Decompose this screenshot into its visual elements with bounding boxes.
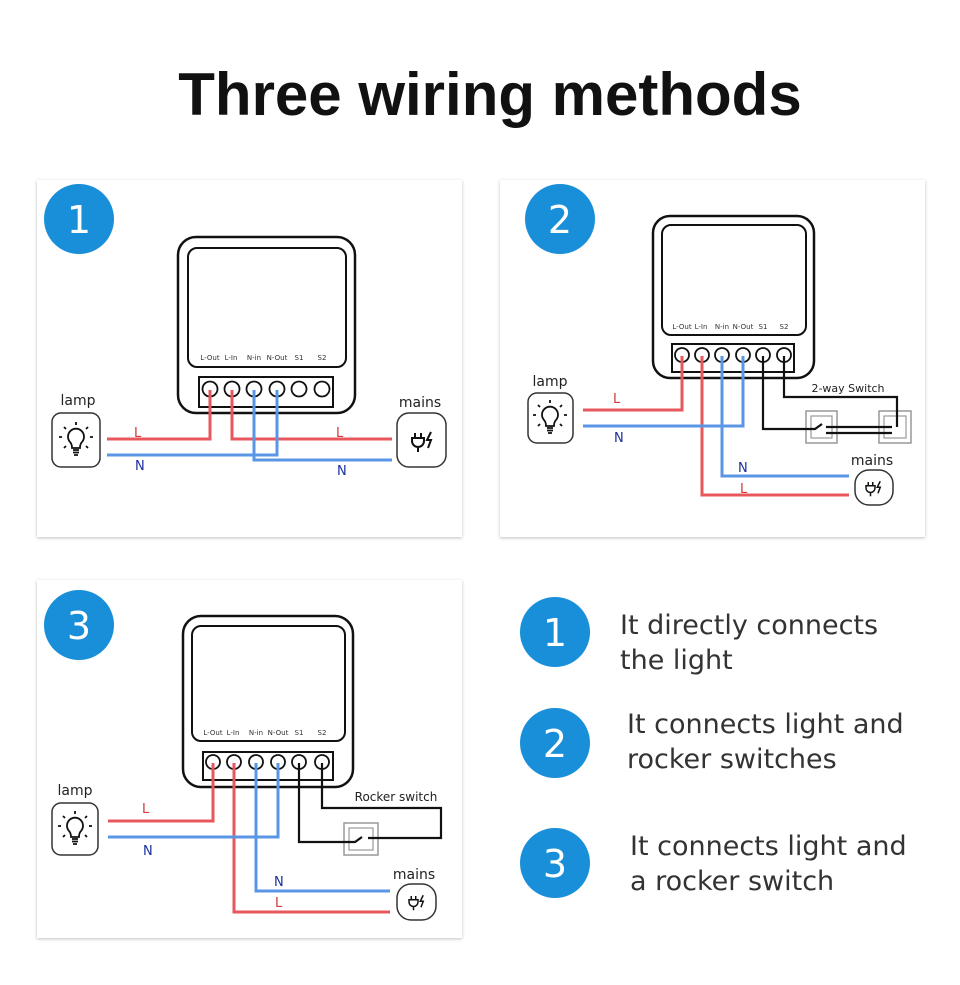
panel-3: 3 L-Out L-In N-in N-Out S1 S2: [37, 580, 462, 938]
legend-text: a rocker switch: [630, 866, 834, 897]
neutral-label: N: [738, 461, 748, 476]
step-number: 1: [67, 198, 91, 242]
terminal-label: S1: [759, 323, 768, 331]
step-badge: [525, 184, 595, 254]
lamp-label: lamp: [533, 374, 568, 390]
terminal-label: L-Out: [672, 323, 691, 331]
terminal-label: N-in: [715, 323, 729, 331]
terminal-label: S2: [318, 354, 327, 362]
step-number: 2: [548, 198, 572, 242]
step-number: 1: [543, 611, 567, 655]
live-label: L: [613, 392, 621, 407]
step-number: 2: [543, 722, 567, 766]
live-label: L: [134, 426, 142, 441]
switch-label: 2-way Switch: [811, 382, 884, 395]
panel-1: 1 L-Out L-In N-in N-Out S1 S2 L: [37, 180, 462, 537]
terminal-label: N-in: [247, 354, 261, 362]
legend-text: It connects light and: [630, 831, 907, 862]
legend-text: It directly connects: [620, 610, 878, 641]
neutral-label: N: [274, 875, 284, 890]
terminal-label: S2: [318, 729, 327, 737]
panel-2: 2 L-Out L-In N-in N-Out S1 S2: [500, 180, 925, 537]
mains-label: mains: [851, 453, 893, 469]
terminal-label: S1: [295, 354, 304, 362]
wires: [107, 390, 392, 462]
terminal-label: N-Out: [268, 729, 289, 737]
terminal-label: L-In: [227, 729, 240, 737]
neutral-label: N: [135, 459, 145, 474]
switch-label: Rocker switch: [355, 790, 438, 804]
terminal-label: L-Out: [203, 729, 222, 737]
wires: [108, 763, 443, 914]
lamp-label: lamp: [61, 393, 96, 409]
live-label: L: [740, 482, 748, 497]
smart-switch-module: L-Out L-In N-in N-Out S1 S2: [651, 214, 816, 380]
live-label: L: [336, 426, 344, 441]
terminal-label: L-Out: [200, 354, 219, 362]
mains-label: mains: [393, 867, 435, 883]
terminal-label: L-In: [225, 354, 238, 362]
step-badge: [44, 590, 114, 660]
live-label: L: [142, 802, 150, 817]
mains-label: mains: [399, 395, 441, 411]
smart-switch-module: L-Out L-In N-in N-Out S1 S2: [176, 235, 357, 415]
live-label: L: [275, 896, 283, 911]
step-badge: [44, 184, 114, 254]
neutral-label: N: [614, 431, 624, 446]
page-title: Three wiring methods: [178, 61, 801, 128]
legend-item-3: 3 It connects light and a rocker switch: [520, 828, 907, 898]
legend-text: rocker switches: [627, 744, 837, 775]
wires: [583, 356, 899, 497]
terminal-label: S2: [780, 323, 789, 331]
terminal-label: S1: [295, 729, 304, 737]
smart-switch-module: L-Out L-In N-in N-Out S1 S2: [181, 614, 355, 789]
neutral-label: N: [337, 464, 347, 479]
step-number: 3: [543, 842, 567, 886]
legend-text: It connects light and: [627, 709, 904, 740]
legend-text: the light: [620, 645, 733, 676]
terminal-label: N-Out: [733, 323, 754, 331]
legend-item-2: 2 It connects light and rocker switches: [520, 708, 904, 778]
neutral-label: N: [143, 844, 153, 859]
terminal-label: N-Out: [267, 354, 288, 362]
terminal-label: N-in: [249, 729, 263, 737]
lamp-label: lamp: [58, 783, 93, 799]
step-number: 3: [67, 604, 91, 648]
legend-item-1: 1 It directly connects the light: [520, 597, 878, 676]
terminal-label: L-In: [695, 323, 708, 331]
